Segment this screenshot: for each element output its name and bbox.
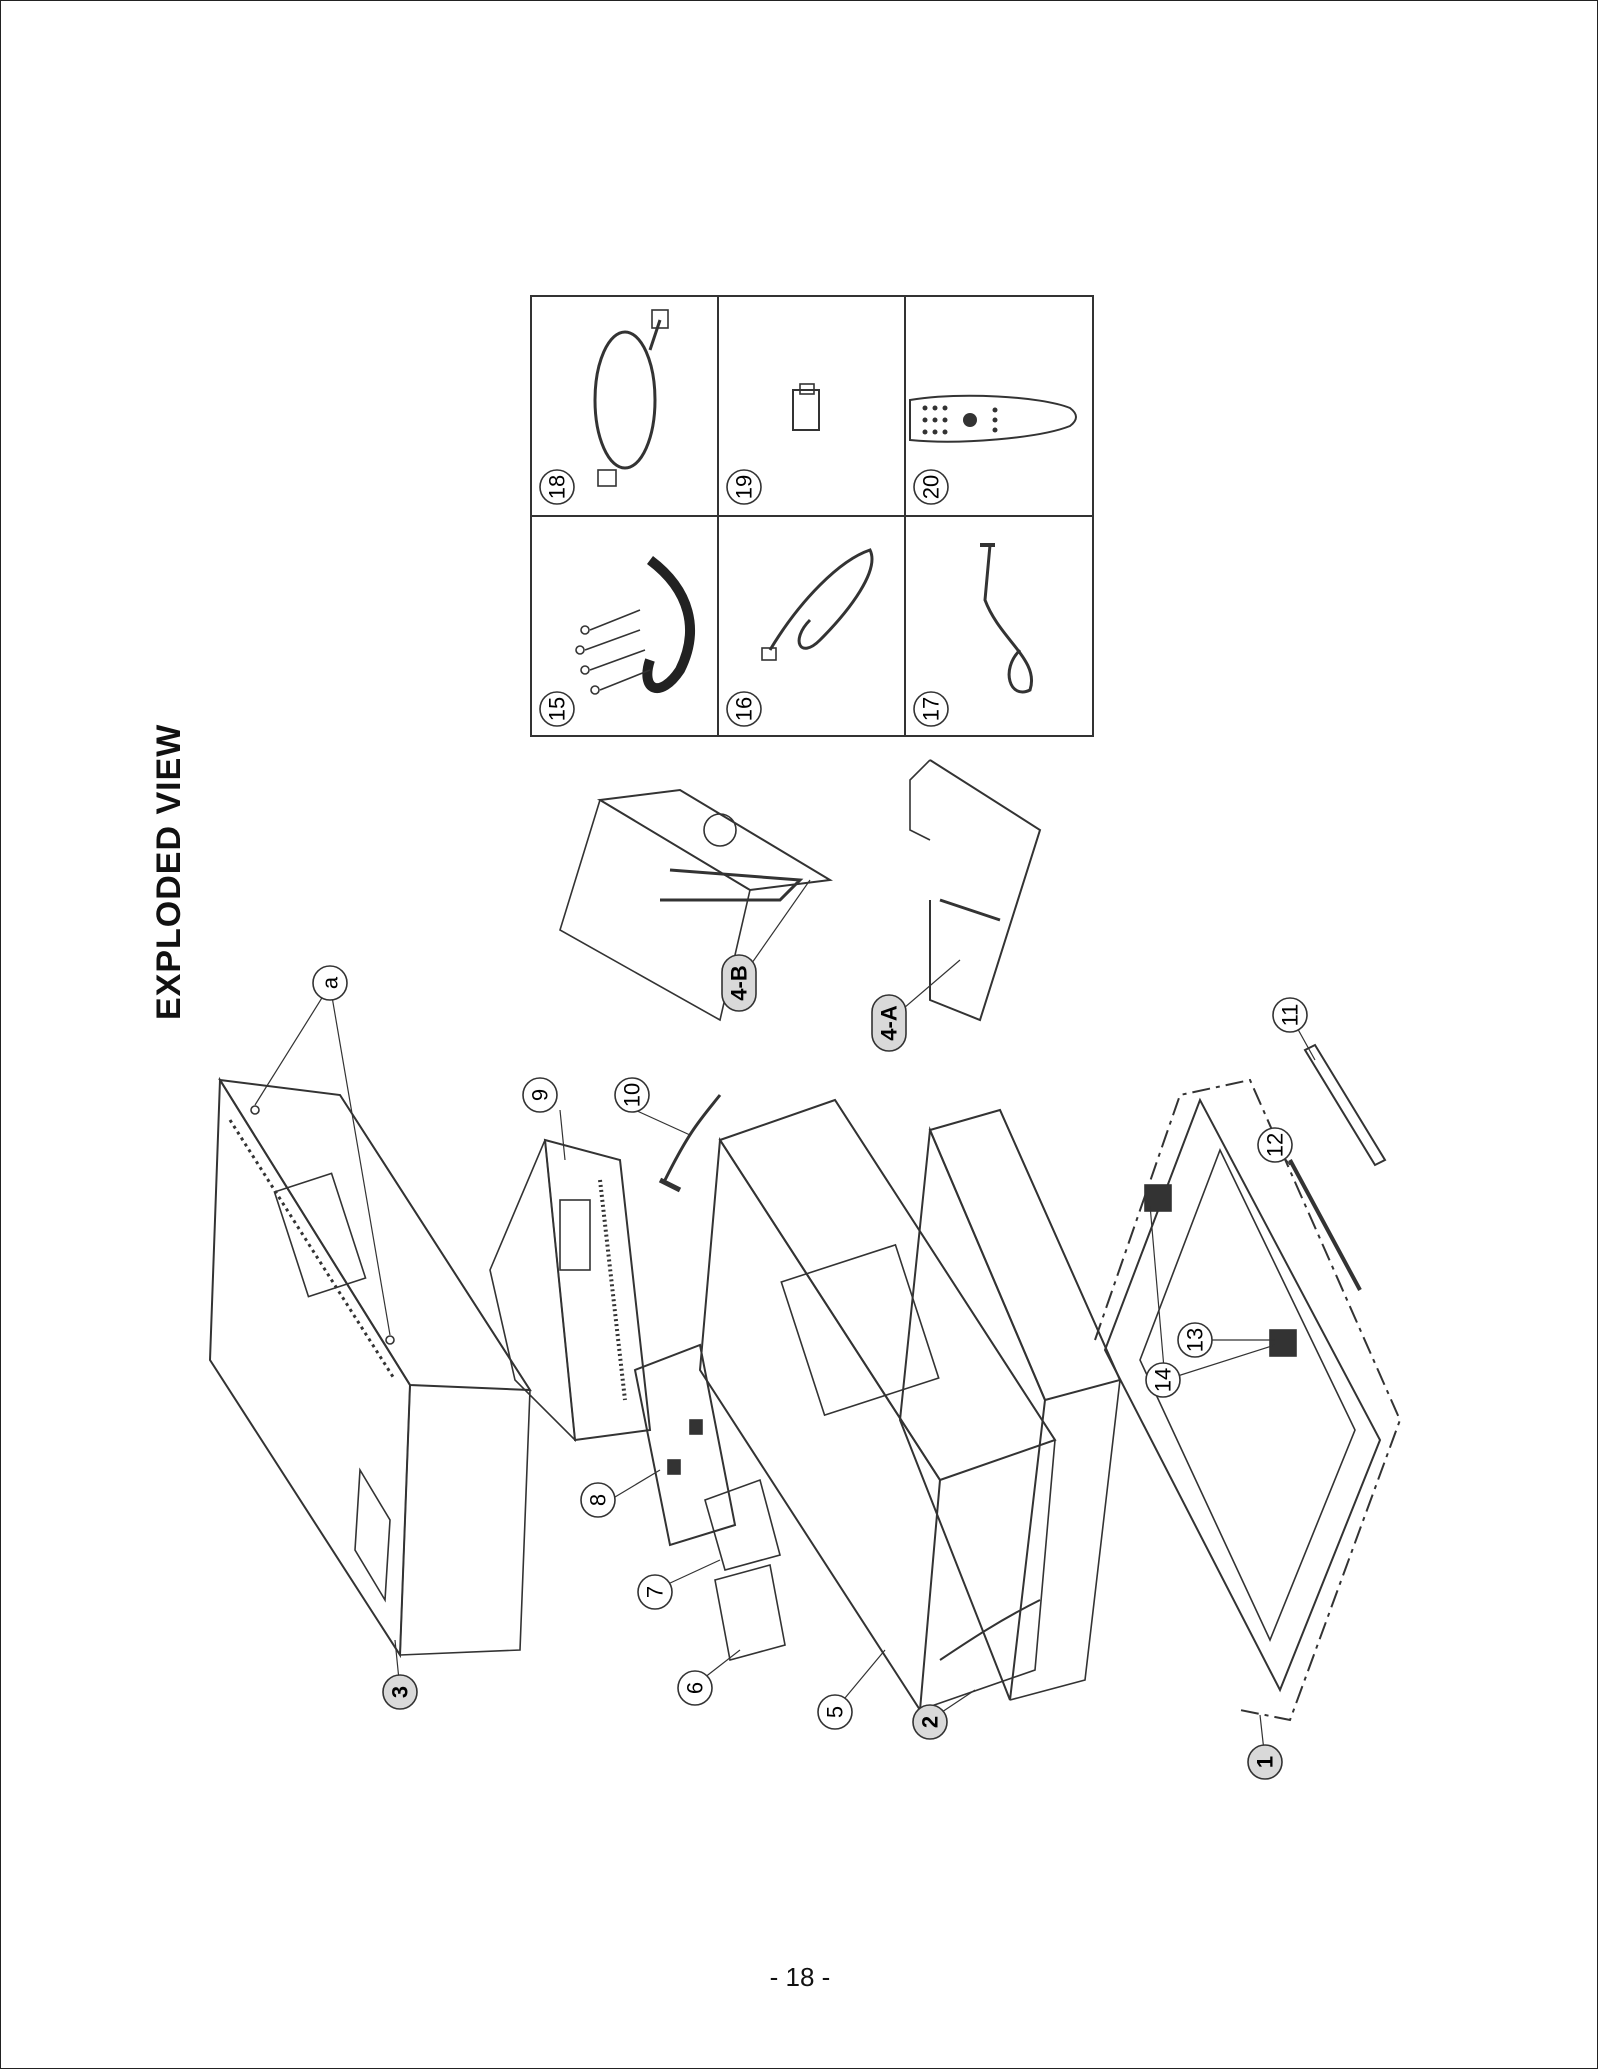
back-cover — [208, 1076, 532, 1659]
callout-9-label: 9 — [528, 1089, 553, 1101]
callout-1-label: 1 — [1253, 1756, 1278, 1768]
callout-16: 16 — [726, 691, 762, 727]
strip-11 — [1303, 1043, 1387, 1167]
callout-20: 20 — [913, 469, 949, 505]
callout-a-label: a — [318, 976, 343, 989]
callout-4a: 4-A — [871, 994, 907, 1052]
callout-11-label: 11 — [1278, 1004, 1303, 1027]
callout-19-label: 19 — [732, 475, 757, 499]
callout-2: 2 — [912, 1704, 948, 1740]
callout-16-label: 16 — [732, 697, 757, 721]
callout-13-label: 13 — [1183, 1328, 1208, 1352]
callout-4a-label: 4-A — [877, 1005, 902, 1041]
callout-2-label: 2 — [918, 1716, 943, 1728]
callout-17-label: 17 — [919, 697, 944, 721]
callout-4b-label: 4-B — [727, 965, 752, 1000]
coax-cable-icon — [761, 548, 874, 661]
callout-11: 11 — [1272, 997, 1308, 1033]
callout-3: 3 — [382, 1674, 418, 1710]
remote-control-icon — [909, 394, 1077, 443]
callout-20-label: 20 — [919, 475, 944, 499]
main-chassis — [489, 1138, 652, 1443]
pcb-boards — [633, 1343, 786, 1662]
callout-10-label: 10 — [620, 1083, 645, 1107]
callout-7-label: 7 — [643, 1586, 668, 1598]
vga-cable-icon — [593, 309, 669, 487]
callout-18: 18 — [539, 469, 575, 505]
callout-7: 7 — [637, 1574, 673, 1610]
callout-12-label: 12 — [1263, 1133, 1288, 1157]
front-bezel — [1094, 1078, 1402, 1722]
av-cable-icon — [575, 556, 695, 695]
callout-6-label: 6 — [683, 1682, 708, 1694]
shield-frame — [698, 1098, 1057, 1713]
callout-15: 15 — [539, 691, 575, 727]
audio-cable-icon — [980, 543, 1034, 694]
adapter-icon — [792, 383, 820, 431]
callout-3-label: 3 — [388, 1686, 413, 1698]
page-number: - 18 - — [769, 1962, 831, 1992]
callout-13: 13 — [1177, 1322, 1213, 1358]
lcd-panel — [898, 1108, 1122, 1701]
callout-14: 14 — [1145, 1362, 1181, 1398]
callout-5-label: 5 — [823, 1706, 848, 1718]
callout-a: a — [312, 965, 348, 1001]
callout-10: 10 — [614, 1077, 650, 1113]
callouts: 1 2 3 4-A 4-B 5 6 7 — [312, 469, 1308, 1780]
callout-14-label: 14 — [1151, 1368, 1176, 1392]
callout-9: 9 — [522, 1077, 558, 1113]
callout-18-label: 18 — [545, 475, 570, 499]
callout-5: 5 — [817, 1694, 853, 1730]
callout-8: 8 — [580, 1482, 616, 1518]
callout-6: 6 — [677, 1670, 713, 1706]
screws — [250, 1105, 395, 1345]
callout-4b: 4-B — [721, 954, 757, 1012]
callout-1: 1 — [1247, 1744, 1283, 1780]
callout-17: 17 — [913, 691, 949, 727]
accessory-grid — [530, 295, 1094, 737]
callout-15-label: 15 — [545, 697, 570, 721]
stand-assembly — [559, 759, 1042, 1022]
callout-8-label: 8 — [586, 1494, 611, 1506]
callout-19: 19 — [726, 469, 762, 505]
callout-12: 12 — [1257, 1127, 1293, 1163]
cable-10 — [658, 1094, 722, 1193]
